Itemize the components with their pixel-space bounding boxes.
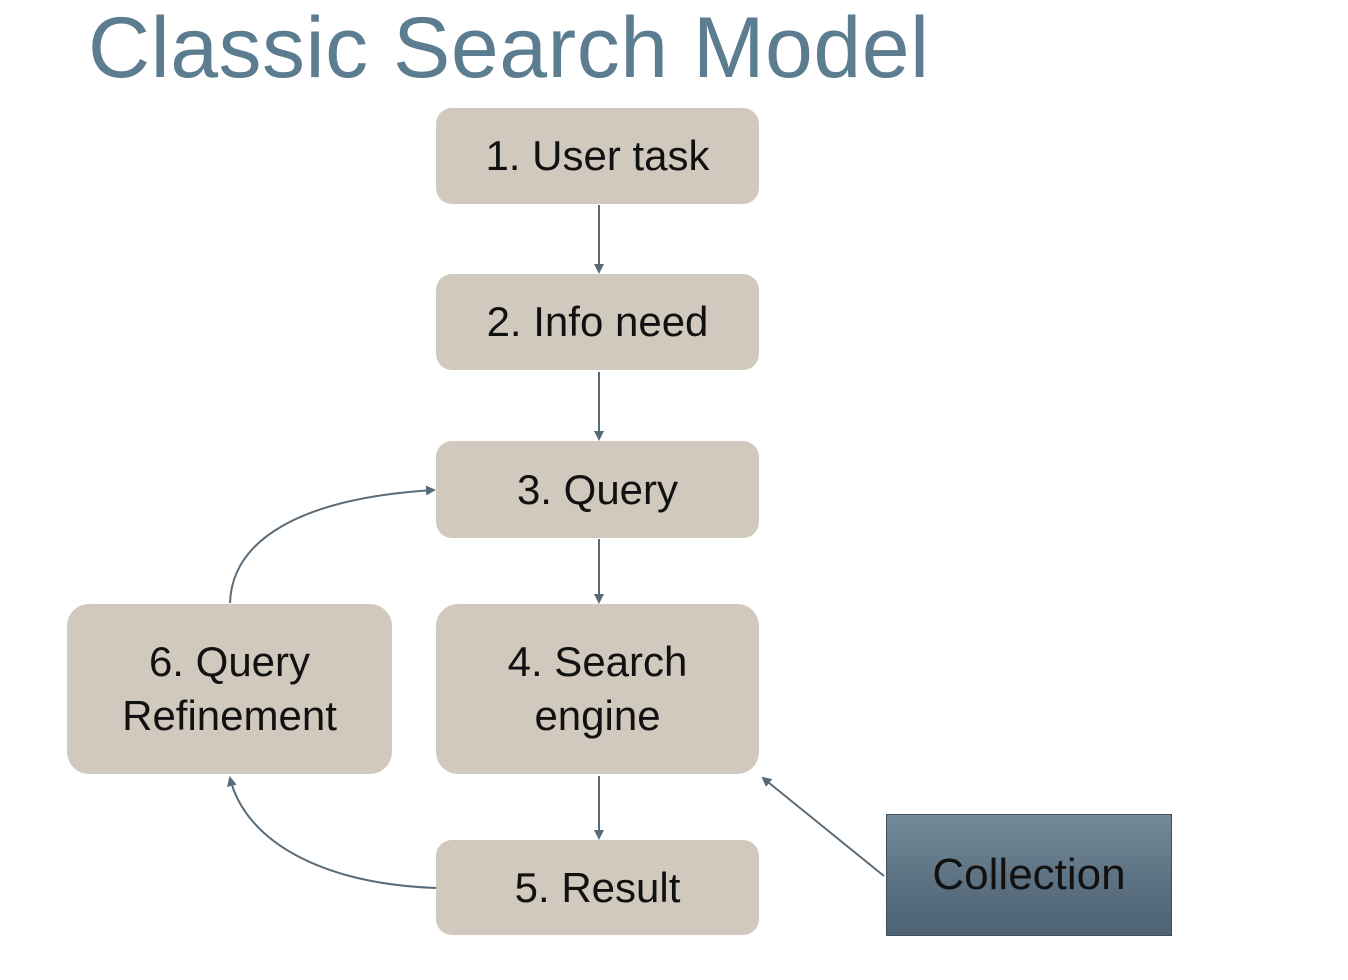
step-user-task-label: 1. User task xyxy=(485,132,710,179)
step-query-refinement-label-line1: 6. Query xyxy=(148,638,311,685)
step-query-refinement-label-line2: Refinement xyxy=(122,692,337,739)
step-info-need: 2. Info need xyxy=(436,274,759,370)
step-result: 5. Result xyxy=(436,840,759,935)
arrow-collection-to-engine xyxy=(761,776,885,877)
step-user-task: 1. User task xyxy=(436,108,759,204)
step-query-refinement: 6. Query Refinement xyxy=(67,604,392,774)
step-query-label: 3. Query xyxy=(516,465,679,513)
step-search-engine-label-line1: 4. Search xyxy=(507,638,688,685)
step-search-engine-label-line2: engine xyxy=(534,692,661,739)
step-info-need-label: 2. Info need xyxy=(486,298,709,345)
collection-label: Collection xyxy=(932,850,1126,899)
arrow-result-to-refinement xyxy=(227,776,437,889)
diagram-title: Classic Search Model xyxy=(88,0,930,96)
arrow-refinement-to-query xyxy=(229,485,436,604)
collection-box: Collection xyxy=(886,814,1172,936)
step-result-label: 5. Result xyxy=(514,863,681,911)
step-query: 3. Query xyxy=(436,441,759,538)
step-search-engine: 4. Search engine xyxy=(436,604,759,774)
